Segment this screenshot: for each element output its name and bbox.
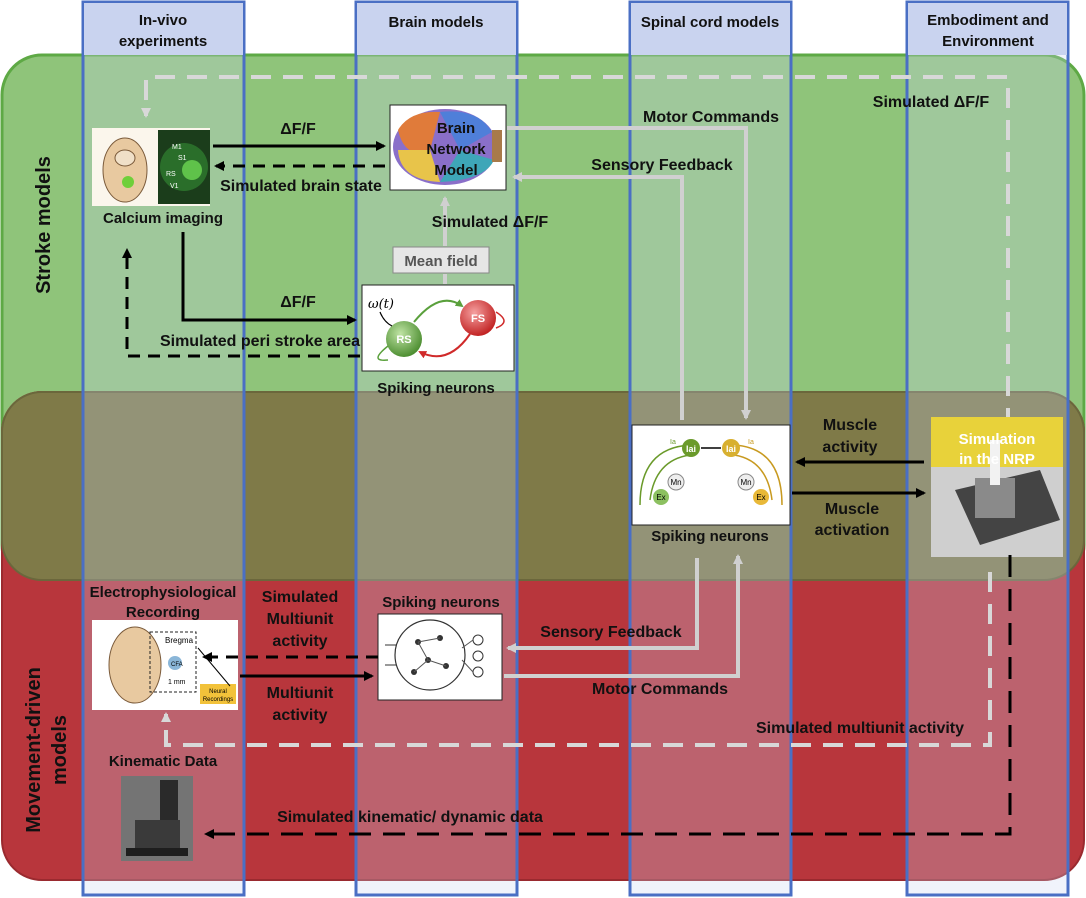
electrophys-label-line2: Recording	[126, 604, 200, 621]
calcium-label-rs: RS	[166, 171, 176, 178]
arrow-label-simulated-kinematic: Simulated kinematic/ dynamic data	[277, 809, 543, 826]
nrp-simulation-line1: Simulation	[959, 431, 1036, 448]
arrow-label-multiunit-1: Multiunit	[267, 685, 334, 702]
arrow-simulated-kinematic	[204, 555, 1012, 839]
arrow-label-simulated-dff-top-right: Simulated ΔF/F	[873, 94, 990, 111]
arrow-simulated-peri-stroke	[122, 248, 360, 358]
brain-network-model-node[interactable]	[389, 104, 507, 191]
spiking-neurons-spinal-label: Spiking neurons	[651, 528, 769, 545]
spiking-neurons-movement-label: Spiking neurons	[382, 594, 500, 611]
calcium-label-v1: V1	[170, 183, 179, 190]
column-header-embodiment-line2: Environment	[942, 33, 1034, 50]
neural-recordings-line1: Neural	[209, 689, 227, 695]
calcium-imaging-label: Calcium imaging	[103, 210, 223, 227]
spinal-ia-right: Ia	[748, 439, 754, 446]
spinal-cord-circuit-figure: Iai Iai Mn Mn Ex Ex Ia Ia	[631, 424, 791, 526]
arrow-label-simulated-multiunit-1: Simulated	[262, 589, 338, 606]
spinal-mn-right: Mn	[740, 478, 751, 487]
spinal-mn-left: Mn	[670, 478, 681, 487]
column-header-in-vivo-line1: In-vivo	[139, 12, 187, 29]
brain-network-model-line3: Model	[434, 162, 477, 179]
arrow-label-simulated-dff-vertical: Simulated ΔF/F	[432, 214, 549, 231]
arrow-label-muscle-activity-2: activity	[822, 439, 877, 456]
column-header-bg	[357, 3, 516, 55]
arrow-dff-to-spiking	[181, 232, 357, 325]
arrow-label-muscle-activation-1: Muscle	[825, 501, 879, 518]
column-header-bg	[631, 3, 790, 55]
spiking-neurons-brain-label: Spiking neurons	[377, 380, 495, 397]
nrp-simulation-image[interactable]	[931, 417, 1063, 557]
arrow-sensory-feedback-bottom	[506, 558, 699, 653]
calcium-label-s1: S1	[178, 155, 187, 162]
arrow-sensory-feedback-top	[512, 172, 684, 420]
nrp-simulation-line2: in the NRP	[959, 451, 1035, 468]
arrow-label-simulated-multiunit-3: activity	[272, 633, 327, 650]
arrow-label-sensory-feedback-bottom: Sensory Feedback	[540, 624, 682, 641]
electrophys-label-line1: Electrophysiological	[90, 584, 237, 601]
kinematic-data-label: Kinematic Data	[109, 753, 218, 770]
scale-label: 1 mm	[168, 679, 186, 686]
spinal-ia-left: Ia	[670, 439, 676, 446]
arrow-label-muscle-activity-1: Muscle	[823, 417, 877, 434]
spinal-ex-left: Ex	[656, 493, 665, 502]
rs-neuron-label: RS	[396, 334, 411, 346]
row-label-movement-line1: Movement-driven	[23, 667, 45, 833]
column-header-embodiment-line1: Embodiment and	[927, 12, 1049, 29]
column-header-spinal-cord-models: Spinal cord models	[641, 14, 779, 31]
spinal-ex-right: Ex	[756, 493, 765, 502]
spinal-iai-right: Iai	[726, 444, 736, 454]
calcium-imaging-image: M1 S1 RS V1	[92, 128, 210, 206]
neural-recordings-line2: Recordings	[203, 697, 233, 703]
mean-field-label: Mean field	[404, 253, 477, 270]
arrow-motor-commands-bottom	[504, 554, 743, 678]
calcium-label-m1: M1	[172, 144, 182, 151]
arrow-label-dff-top: ΔF/F	[280, 121, 316, 138]
column-header-in-vivo-line2: experiments	[119, 33, 207, 50]
arrow-label-simulated-peri-stroke: Simulated peri stroke area	[160, 333, 360, 350]
bregma-label: Bregma	[165, 636, 194, 645]
column-header-bg	[908, 3, 1067, 55]
arrow-label-multiunit-2: activity	[272, 707, 327, 724]
mean-field-box	[392, 246, 490, 274]
spiking-network-figure	[377, 613, 503, 701]
overlap-band	[1, 391, 1085, 581]
arrow-label-motor-commands-bottom: Motor Commands	[592, 681, 728, 698]
arrow-motor-commands-top	[507, 126, 751, 420]
row-label-stroke-models: Stroke models	[33, 156, 55, 294]
arrow-label-motor-commands-top: Motor Commands	[643, 109, 779, 126]
column-header-brain-models: Brain models	[388, 14, 483, 31]
omega-label: ω(t)	[368, 297, 394, 312]
arrow-simulated-multiunit-loop	[161, 572, 992, 747]
brain-network-model-line2: Network	[426, 141, 486, 158]
arrow-label-sensory-feedback-top: Sensory Feedback	[591, 157, 733, 174]
kinematic-data-image	[121, 776, 193, 861]
arrow-simulated-dff-loop	[141, 75, 1010, 428]
arrow-label-simulated-multiunit-activity: Simulated multiunit activity	[756, 720, 964, 737]
cfa-label: CFA	[171, 662, 183, 668]
row-label-movement-line2: models	[49, 715, 71, 785]
spinal-iai-left: Iai	[686, 444, 696, 454]
spiking-neurons-rs-fs-figure: ω(t) RS FS	[361, 284, 515, 372]
arrow-label-muscle-activation-2: activation	[815, 522, 890, 539]
brain-network-model-line1: Brain	[437, 120, 475, 137]
column-header-bg	[84, 3, 243, 55]
electrophysiological-recording-image: Bregma CFA 1 mm Neural Recordings	[92, 620, 238, 710]
arrow-label-simulated-brain-state: Simulated brain state	[220, 178, 382, 195]
fs-neuron-label: FS	[471, 313, 485, 325]
arrow-label-simulated-multiunit-2: Multiunit	[267, 611, 334, 628]
arrow-label-dff-lower: ΔF/F	[280, 294, 316, 311]
